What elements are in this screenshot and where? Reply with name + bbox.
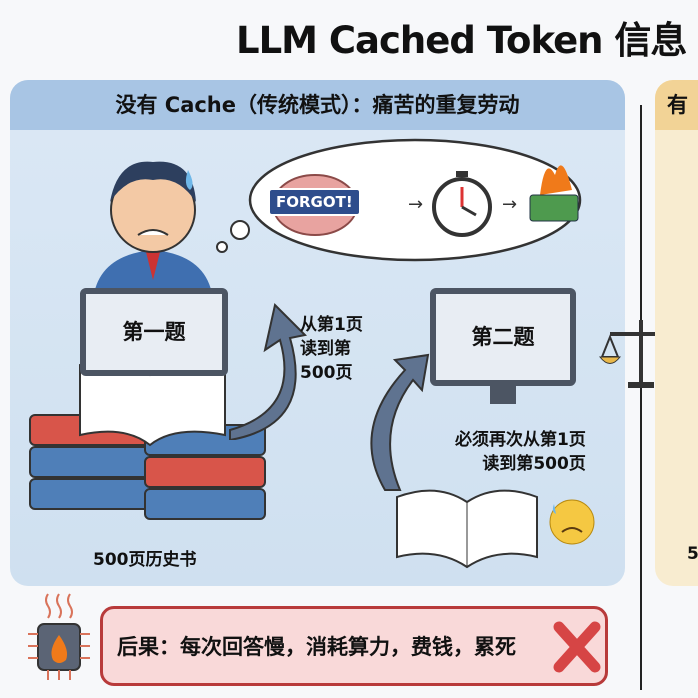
stressed-person <box>93 161 213 300</box>
forgot-label: FORGOT! <box>268 188 361 216</box>
monitor-question-2: 第二题 <box>430 288 576 386</box>
svg-text:→: → <box>502 194 517 215</box>
read-note-2: 必须再次从第1页 读到第500页 <box>455 428 586 476</box>
overheated-chip-icon <box>28 593 90 680</box>
note-line: 必须再次从第1页 <box>455 430 586 450</box>
cache-header: 有 <box>655 80 698 130</box>
note-line: 读到第 <box>300 339 351 359</box>
consequence-text: 后果：每次回答慢，消耗算力，费钱，累死 <box>117 635 516 659</box>
page-title: LLM Cached Token 信息 <box>236 19 687 62</box>
curved-arrow-1 <box>229 303 308 440</box>
note-line: 读到第500页 <box>482 454 586 474</box>
monitor-question-1: 第一题 <box>80 288 228 376</box>
monitor-stand <box>490 386 516 404</box>
curved-arrow-2 <box>370 353 430 491</box>
svg-text:→: → <box>408 194 423 215</box>
open-book-icon <box>396 489 538 569</box>
red-cross-icon <box>553 621 601 673</box>
divider <box>640 105 642 690</box>
note-line: 500页 <box>300 363 353 383</box>
consequence-box: 后果：每次回答慢，消耗算力，费钱，累死 <box>100 606 608 686</box>
no-cache-header: 没有 Cache（传统模式）：痛苦的重复劳动 <box>10 80 625 130</box>
thought-bubble: → → <box>216 138 582 262</box>
partial-text: 5 <box>687 544 698 564</box>
burning-money-icon <box>529 165 579 222</box>
cache-panel: 有 5 <box>655 80 698 586</box>
history-books-stack <box>29 360 266 520</box>
sad-face-emoji-icon <box>549 499 595 545</box>
read-note-1: 从第1页 读到第 500页 <box>300 313 363 385</box>
stopwatch-icon <box>432 171 492 237</box>
note-line: 从第1页 <box>300 315 363 335</box>
books-label: 500页历史书 <box>93 550 197 570</box>
